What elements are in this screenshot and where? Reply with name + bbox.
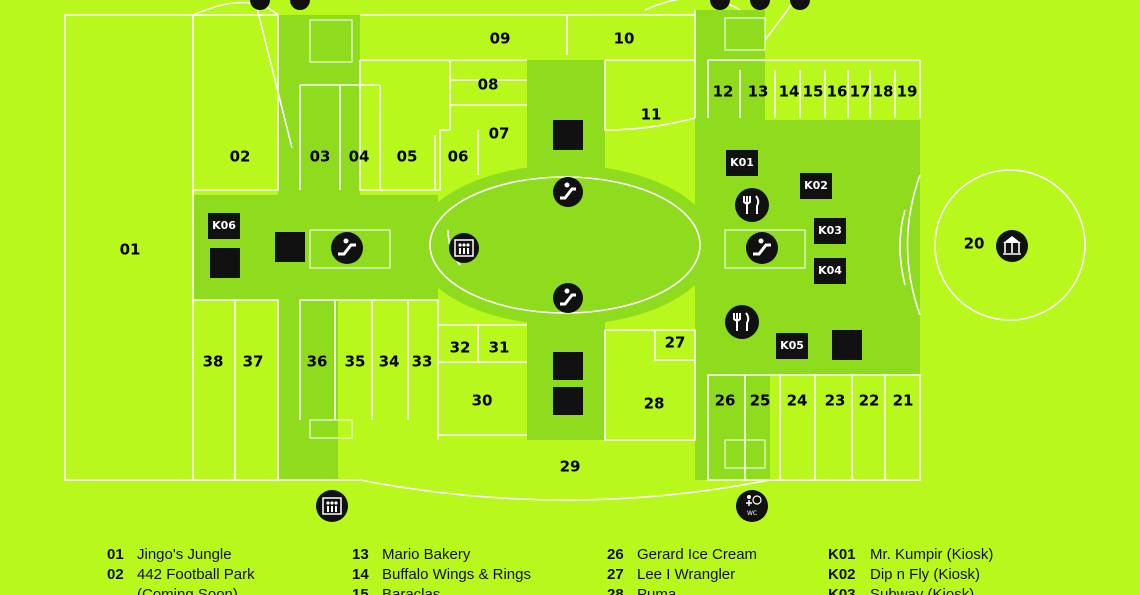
- escalator-icons: [331, 177, 778, 313]
- unit-15[interactable]: 15: [803, 83, 824, 101]
- unit-31[interactable]: 31: [489, 339, 510, 357]
- unit-19[interactable]: 19: [897, 83, 918, 101]
- unit-21[interactable]: 21: [893, 392, 914, 410]
- kiosk-k05[interactable]: K05: [776, 333, 808, 359]
- svg-text:K01: K01: [730, 156, 754, 169]
- unit-27[interactable]: 27: [665, 334, 686, 352]
- unit-38[interactable]: 38: [203, 353, 224, 371]
- unit-28[interactable]: 28: [644, 395, 665, 413]
- lift-icon[interactable]: [449, 233, 479, 263]
- escalator-icon[interactable]: [746, 232, 778, 264]
- unit-04[interactable]: 04: [349, 148, 370, 166]
- unit-09[interactable]: 09: [490, 30, 511, 48]
- svg-text:K02: K02: [804, 179, 828, 192]
- unit-34[interactable]: 34: [379, 353, 400, 371]
- unit-labels: 01 02 03 04 05 06 07 08 09 10 11 12 13 1…: [120, 30, 985, 476]
- escalator-icon[interactable]: [553, 177, 583, 207]
- unit-35[interactable]: 35: [345, 353, 366, 371]
- escalator-icon[interactable]: [331, 232, 363, 264]
- svg-text:K03: K03: [818, 224, 842, 237]
- floor-plan-lines: [64, 0, 1086, 501]
- toilet-wc-icon[interactable]: WC: [736, 490, 768, 522]
- kiosks: K01 K02 K03 K04 K05 K06: [208, 150, 846, 359]
- unit-16[interactable]: 16: [827, 83, 848, 101]
- unit-03[interactable]: 03: [310, 148, 331, 166]
- unit-17[interactable]: 17: [850, 83, 871, 101]
- unit-25[interactable]: 25: [750, 392, 771, 410]
- svg-text:WC: WC: [747, 510, 757, 517]
- unit-07[interactable]: 07: [489, 125, 510, 143]
- food-icons: [725, 188, 769, 339]
- svg-text:K06: K06: [212, 219, 236, 232]
- unit-10[interactable]: 10: [614, 30, 635, 48]
- svg-text:K04: K04: [818, 264, 842, 277]
- legend-item[interactable]: (Coming Soon): [137, 586, 238, 595]
- carousel-icon[interactable]: [996, 230, 1028, 262]
- unit-33[interactable]: 33: [412, 353, 433, 371]
- unit-18[interactable]: 18: [873, 83, 894, 101]
- unit-29[interactable]: 29: [560, 458, 581, 476]
- unit-22[interactable]: 22: [859, 392, 880, 410]
- unit-13[interactable]: 13: [748, 83, 769, 101]
- unit-30[interactable]: 30: [472, 392, 493, 410]
- unit-01[interactable]: 01: [120, 241, 141, 259]
- unit-36[interactable]: 36: [307, 353, 328, 371]
- unit-14[interactable]: 14: [779, 83, 800, 101]
- food-court-icon[interactable]: [725, 305, 759, 339]
- kiosk-k06[interactable]: K06: [208, 213, 240, 239]
- escalator-icon[interactable]: [553, 283, 583, 313]
- escalator-pads: [309, 17, 806, 469]
- kiosk-k03[interactable]: K03: [814, 218, 846, 244]
- unit-02[interactable]: 02: [230, 148, 251, 166]
- unit-12[interactable]: 12: [713, 83, 734, 101]
- unit-06[interactable]: 06: [448, 148, 469, 166]
- unit-23[interactable]: 23: [825, 392, 846, 410]
- anchor-blocks: [210, 0, 862, 415]
- unit-05[interactable]: 05: [397, 148, 418, 166]
- floor-plan: 01 02 03 04 05 06 07 08 09 10 11 12 13 1…: [64, 0, 1086, 522]
- unit-24[interactable]: 24: [787, 392, 808, 410]
- unit-08[interactable]: 08: [478, 76, 499, 94]
- kiosk-k01[interactable]: K01: [726, 150, 758, 176]
- kiosk-k02[interactable]: K02: [800, 173, 832, 199]
- unit-11[interactable]: 11: [641, 106, 662, 124]
- unit-32[interactable]: 32: [450, 339, 471, 357]
- unit-37[interactable]: 37: [243, 353, 264, 371]
- lift-icon[interactable]: [316, 490, 348, 522]
- unit-26[interactable]: 26: [715, 392, 736, 410]
- food-court-icon[interactable]: [735, 188, 769, 222]
- kiosk-k04[interactable]: K04: [814, 258, 846, 284]
- unit-20[interactable]: 20: [964, 235, 985, 253]
- svg-text:K05: K05: [780, 339, 804, 352]
- lift-icons: [316, 233, 479, 522]
